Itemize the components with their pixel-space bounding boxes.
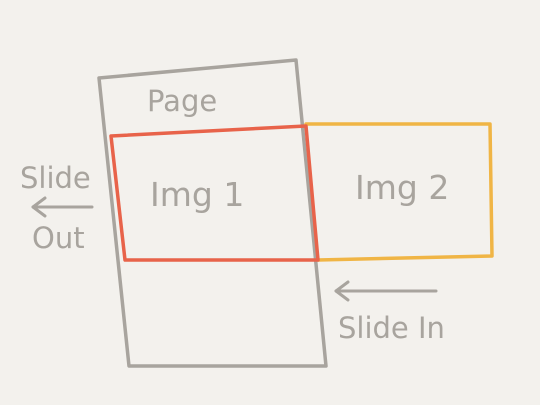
- slide-out-arrow: [31, 196, 94, 218]
- img2-outline: [304, 122, 494, 262]
- slide-out-label-line1: Slide: [20, 161, 91, 195]
- img1-label: Img 1: [150, 175, 244, 214]
- page-outline: [97, 58, 328, 368]
- slide-in-arrow: [334, 280, 438, 302]
- slide-out-label-line2: Out: [32, 221, 85, 255]
- page-label: Page: [147, 84, 217, 118]
- img2-label: Img 2: [355, 168, 449, 207]
- slide-in-label: Slide In: [338, 311, 445, 345]
- img1-outline: [109, 124, 320, 262]
